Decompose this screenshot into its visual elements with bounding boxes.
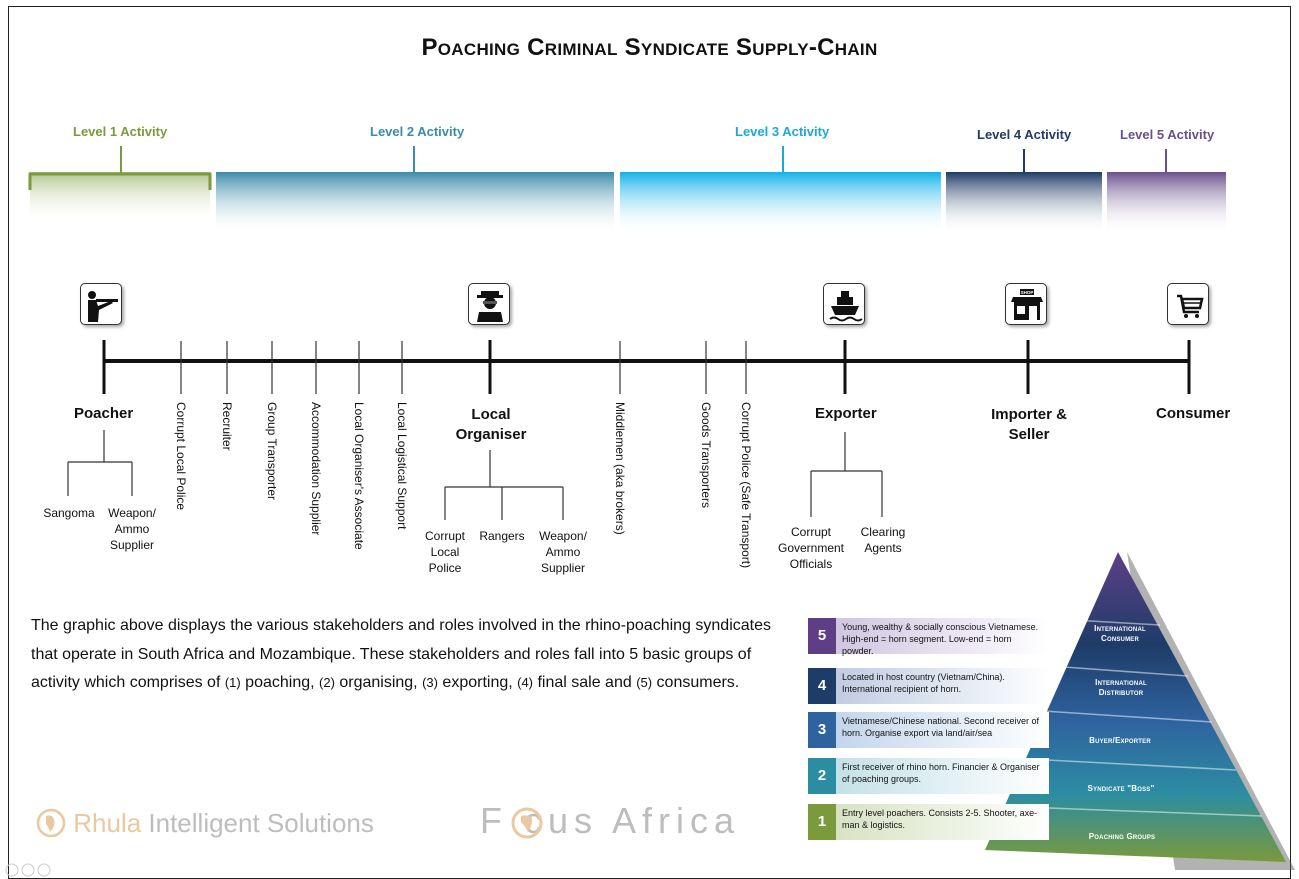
pyramid-badge-5: 5 Young, wealthy & socially conscious Vi… <box>808 618 1049 656</box>
organiser-icon <box>468 283 510 325</box>
poacher-sub-sangoma: Sangoma <box>43 506 95 520</box>
pyramid-label-international-consumer: International Consumer <box>1094 624 1146 643</box>
stage-consumer: Consumer <box>1156 405 1231 422</box>
corner-controls <box>5 863 51 877</box>
ship-icon <box>823 283 865 325</box>
organiser-sub-weapon-supplier: Weapon/ Ammo Supplier <box>539 529 587 575</box>
rhula-logo: Rhula Intelligent Solutions <box>36 808 374 839</box>
gun-icon <box>80 283 122 325</box>
role-accommodation-supplier: Accommodation Supplier <box>309 402 323 536</box>
shop-icon: SHOP <box>1005 283 1047 325</box>
stage-exporter: Exporter <box>815 405 877 422</box>
level-2-bar <box>216 146 614 234</box>
exporter-tree <box>810 432 883 517</box>
zoom-icon <box>21 863 35 877</box>
stage-importer-seller: Importer & Seller <box>991 406 1067 443</box>
role-corrupt-police-safe-transport: Corrupt Police (Safe Transport) <box>739 402 753 569</box>
organiser-sub-corrupt-police: Corrupt Local Police <box>424 529 465 575</box>
stage-poacher: Poacher <box>74 405 134 422</box>
focus-africa-logo: F cus Africa <box>480 800 741 841</box>
pyramid-label-poaching-groups: Poaching Groups <box>1088 832 1156 841</box>
cart-icon <box>1167 283 1209 325</box>
africa-globe-icon <box>511 807 543 839</box>
pyramid-label-international-distributor: International Distributor <box>1095 678 1147 697</box>
level-1-label: Level 1 Activity <box>73 124 168 139</box>
shop-sign: SHOP <box>1021 290 1034 295</box>
level-1-bar <box>28 146 212 222</box>
pyramid-label-buyer-exporter: Buyer/Exporter <box>1089 736 1151 745</box>
stage-local-organiser: Local Organiser <box>455 406 527 443</box>
level-4-bar <box>946 149 1102 234</box>
role-local-logistical-support: Local Logistical Support <box>395 402 409 530</box>
role-group-transporter: Group Transporter <box>265 402 279 501</box>
level-5-label: Level 5 Activity <box>1120 127 1215 142</box>
role-middlemen: Middlemen (aka brokers) <box>613 402 627 535</box>
pyramid-badge-2: 2 First receiver of rhino horn. Financie… <box>808 758 1049 794</box>
level-2-label: Level 2 Activity <box>370 124 465 139</box>
role-recruiter: Recruiter <box>220 402 234 451</box>
poacher-tree <box>67 430 133 496</box>
exporter-sub-government-officials: Corrupt Government Officials <box>777 525 845 571</box>
pyramid-badge-1: 1 Entry level poachers. Consists 2-5. Sh… <box>808 804 1049 840</box>
rhula-emblem-icon <box>36 808 66 838</box>
page-title: Poaching Criminal Syndicate Supply-Chain <box>421 34 878 61</box>
role-goods-transporters: Goods Transporters <box>699 402 713 509</box>
more-icon <box>37 863 51 877</box>
role-ticks <box>180 341 747 394</box>
level-5-bar <box>1107 149 1226 234</box>
poacher-sub-weapon-supplier: Weapon/ Ammo Supplier <box>108 506 156 552</box>
level-3-label: Level 3 Activity <box>735 124 830 139</box>
organiser-tree <box>444 450 564 520</box>
level-4-label: Level 4 Activity <box>977 127 1072 142</box>
role-corrupt-local-police: Corrupt Local Police <box>174 402 188 511</box>
pyramid-badge-3: 3 Vietnamese/Chinese national. Second re… <box>808 712 1049 748</box>
exporter-sub-clearing-agents: Clearing Agents <box>860 525 906 555</box>
pyramid-label-syndicate-boss: Syndicate "Boss" <box>1087 784 1155 793</box>
level-3-bar <box>620 146 941 234</box>
pyramid-badge-4: 4 Located in host country (Vietnam/China… <box>808 668 1049 704</box>
description-paragraph: The graphic above displays the various s… <box>31 617 771 691</box>
role-local-organisers-associate: Local Organiser's Associate <box>352 402 366 550</box>
image-icon <box>5 863 19 877</box>
organiser-sub-rangers: Rangers <box>479 529 525 543</box>
